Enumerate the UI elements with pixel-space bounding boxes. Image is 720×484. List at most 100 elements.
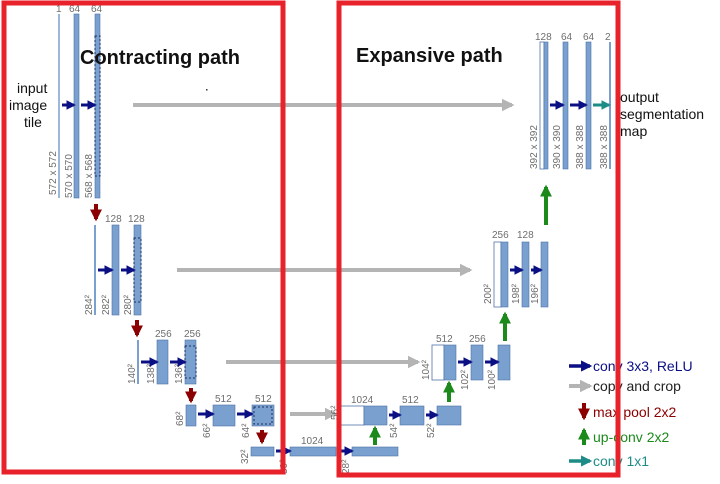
level-1-contracting: 1 64 64 572 x 572 570 x 570 568 x 568 <box>48 4 103 222</box>
size-l3-b: 138² <box>146 363 157 384</box>
size-l3-c: 136² <box>174 363 185 384</box>
feature-map-r2-b <box>540 241 549 308</box>
channels-r4-c1: 1024 <box>351 395 374 406</box>
size-r4-b: 54² <box>389 423 400 438</box>
size-r1-a: 392 x 392 <box>529 125 540 169</box>
feature-map-l3-b <box>184 339 197 385</box>
channels-l1-in: 1 <box>56 4 62 15</box>
level-4-expansive: 1024 512 56² 54² 52² <box>330 380 462 438</box>
pooled-map-l5 <box>250 446 275 457</box>
legend-max-pool-label: max pool 2x2 <box>593 404 676 420</box>
feature-map-l2-a <box>111 224 120 316</box>
size-r2-b: 198² <box>511 283 522 304</box>
channels-r3-c1: 512 <box>436 334 453 345</box>
feature-map-r3-a <box>470 344 484 381</box>
level-2-contracting: 128 128 284² 282² 280² <box>84 214 145 338</box>
cropped-region-l4 <box>253 406 273 425</box>
channels-l4-c1: 512 <box>215 394 232 405</box>
channels-l1-c1: 64 <box>69 4 81 15</box>
size-l2-c: 280² <box>123 294 134 315</box>
size-r1-b: 390 x 390 <box>552 125 563 169</box>
size-l1-c: 568 x 568 <box>84 154 95 198</box>
output-label: output segmentation map <box>620 89 704 139</box>
size-l2-a: 284² <box>84 294 95 315</box>
feature-map-r4-a <box>399 405 425 426</box>
input-label: input image tile <box>9 80 47 130</box>
size-l4-a: 68² <box>175 411 186 426</box>
size-r2-a: 200² <box>483 283 494 304</box>
size-r4-c: 52² <box>426 423 437 438</box>
expansive-path-title: Expansive path <box>356 45 503 67</box>
pooled-map-l4 <box>185 404 197 427</box>
feature-map-l5-b <box>351 446 399 457</box>
size-l4-c: 64² <box>241 423 252 438</box>
channels-l2-c2: 128 <box>128 214 145 225</box>
contracting-path-title: Contracting path <box>80 47 240 69</box>
feature-map-l4-a <box>212 404 236 427</box>
size-r3-a: 104² <box>421 359 432 380</box>
level-4-contracting: 512 512 68² 66² 64² <box>175 394 275 445</box>
upsampled-map-r3 <box>443 344 457 381</box>
size-l2-b: 282² <box>101 294 112 315</box>
feature-map-r2-a <box>521 241 530 308</box>
channels-l3-c1: 256 <box>155 329 172 340</box>
channels-l4-c2: 512 <box>255 394 272 405</box>
channels-r3-c2: 256 <box>469 334 486 345</box>
feature-map-r3-b <box>497 344 511 381</box>
input-label-line-2: image <box>9 97 47 113</box>
title-dot <box>206 89 208 91</box>
copied-map-r3 <box>431 344 445 381</box>
size-r3-c: 100² <box>487 369 498 390</box>
size-r2-c: 196² <box>530 283 541 304</box>
size-r1-c: 388 x 388 <box>575 125 586 169</box>
copied-map-r4 <box>340 405 365 426</box>
channels-r1-out: 2 <box>605 32 611 43</box>
contracting-path-frame <box>1 0 286 475</box>
output-label-line-2: segmentation <box>620 106 704 122</box>
channels-r1-c1: 128 <box>535 32 552 43</box>
legend: conv 3x3, ReLU copy and crop max pool 2x… <box>569 358 693 469</box>
feature-map-r4-b <box>436 405 462 426</box>
channels-l5-c1: 1024 <box>301 436 324 447</box>
size-r4-a: 56² <box>330 405 341 420</box>
channels-l3-c2: 256 <box>184 329 201 340</box>
legend-conv-3x3-label: conv 3x3, ReLU <box>593 358 693 374</box>
channels-l1-c2: 64 <box>91 4 103 15</box>
channels-l2-c1: 128 <box>105 214 122 225</box>
upsampled-map-r4 <box>363 405 388 426</box>
size-l1-a: 572 x 572 <box>48 151 59 195</box>
size-r3-b: 102² <box>460 369 471 390</box>
input-label-line-1: input <box>17 80 47 96</box>
channels-r4-c2: 512 <box>402 395 419 406</box>
copied-map-r1 <box>539 41 545 170</box>
upsampled-map-r1 <box>543 41 549 170</box>
input-label-line-3: tile <box>24 114 42 130</box>
legend-up-conv-label: up-conv 2x2 <box>593 429 669 445</box>
size-l5-c: 28² <box>341 459 352 474</box>
size-l5-a: 32² <box>240 449 251 464</box>
feature-map-l5-a <box>289 446 337 457</box>
legend-conv-1x1-label: conv 1x1 <box>593 453 649 469</box>
channels-r1-c2: 64 <box>561 32 573 43</box>
size-l4-b: 66² <box>202 423 213 438</box>
level-1-expansive: 128 64 64 2 392 x 392 390 x 390 388 x 38… <box>529 32 611 170</box>
output-label-line-3: map <box>620 123 647 139</box>
feature-map-r1-a <box>562 41 569 170</box>
legend-copy-crop-label: copy and crop <box>593 378 681 394</box>
size-l3-a: 140² <box>127 363 138 384</box>
feature-map-l3-a <box>156 339 169 385</box>
channels-r1-c3: 64 <box>583 32 595 43</box>
size-r1-d: 388 x 388 <box>599 125 610 169</box>
feature-map-l1-b <box>94 13 101 199</box>
copied-map-r2 <box>493 241 502 308</box>
feature-map-l4-b <box>251 404 275 427</box>
channels-r2-c1: 256 <box>492 230 509 241</box>
output-label-line-1: output <box>620 89 659 105</box>
channels-r2-c2: 128 <box>517 230 534 241</box>
upsampled-map-r2 <box>500 241 509 308</box>
feature-map-r1-b <box>585 41 592 170</box>
level-3-expansive: 512 256 104² 102² 100² <box>421 311 511 390</box>
level-2-expansive: 256 128 200² 198² 196² <box>483 184 552 308</box>
expansive-path-frame <box>336 0 621 478</box>
